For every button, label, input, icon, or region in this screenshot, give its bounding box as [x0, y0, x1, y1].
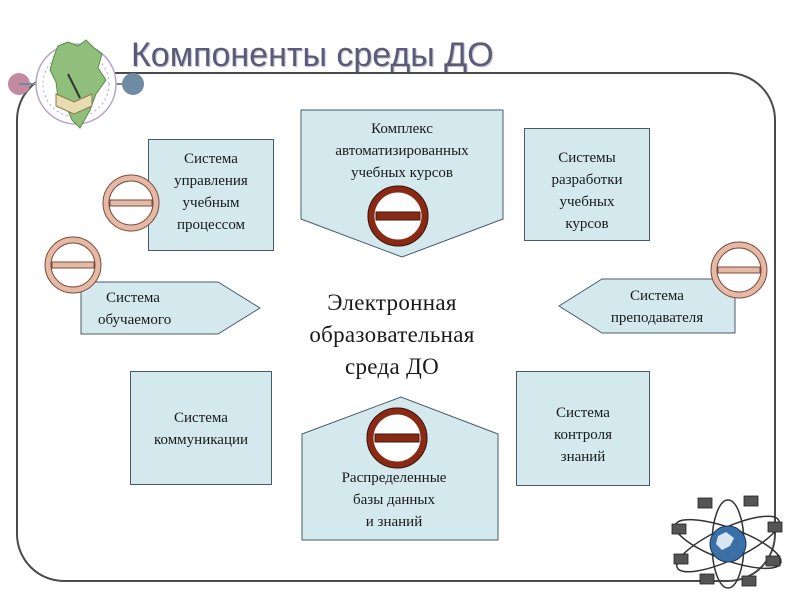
- center-line-2: образовательная: [309, 322, 475, 347]
- learner-system-line-2: обучаемого: [98, 312, 172, 328]
- distributed-databases-pentagon: [301, 396, 499, 541]
- center-environment-label: Электронная образовательная среда ДО: [282, 287, 502, 383]
- automated-courses-line-2: автоматизированных: [335, 143, 469, 159]
- distributed-databases-line-2: базы данных: [353, 492, 435, 508]
- course-development-line-2: разработки: [551, 172, 623, 188]
- map-logo-icon: [8, 39, 144, 129]
- course-development-system-box: Системы разработки учебных курсов: [524, 128, 650, 241]
- learner-system-label: Система обучаемого: [86, 287, 202, 331]
- automated-courses-line-1: Комплекс: [371, 121, 433, 137]
- communication-system-box: Система коммуникации: [130, 371, 272, 485]
- teacher-system-arrow: [558, 278, 736, 334]
- communication-line-2: коммуникации: [153, 432, 249, 448]
- diagram-frame: [16, 72, 776, 582]
- knowledge-control-line-2: контроля: [554, 427, 612, 443]
- learner-system-line-1: Система: [106, 290, 160, 306]
- course-development-line-4: курсов: [565, 216, 609, 232]
- teacher-system-line-2: преподавателя: [610, 310, 704, 326]
- knowledge-control-system-box: Система контроля знаний: [516, 371, 650, 486]
- course-development-line-1: Системы: [558, 150, 616, 166]
- learning-management-line-3: учебным: [182, 195, 240, 211]
- center-line-1: Электронная: [327, 290, 457, 315]
- communication-line-1: Система: [174, 410, 228, 426]
- learning-management-line-4: процессом: [176, 217, 246, 233]
- learner-system-arrow: [80, 281, 261, 335]
- course-development-line-3: учебных: [559, 194, 615, 210]
- knowledge-control-line-1: Система: [556, 405, 610, 421]
- teacher-system-line-1: Система: [630, 288, 684, 304]
- theta-symbol-icon: [366, 407, 428, 469]
- theta-symbol-icon: [710, 241, 768, 299]
- distributed-databases-line-3: и знаний: [365, 514, 423, 530]
- theta-symbol-icon: [367, 185, 429, 247]
- automated-courses-pentagon: [300, 109, 504, 258]
- network-globe-icon: [671, 495, 783, 589]
- knowledge-control-line-3: знаний: [560, 449, 606, 465]
- distributed-databases-line-1: Распределенные: [341, 470, 447, 486]
- learning-management-system-box: Система управления учебным процессом: [148, 139, 274, 251]
- center-line-3: среда ДО: [345, 354, 439, 379]
- theta-symbol-icon: [44, 236, 102, 294]
- theta-symbol-icon: [102, 174, 160, 232]
- distributed-databases-label: Распределенные базы данных и знаний: [302, 467, 486, 533]
- page-title: Компоненты среды ДО: [131, 36, 494, 74]
- learning-management-line-1: Система: [184, 151, 238, 167]
- teacher-system-label: Система преподавателя: [594, 285, 720, 329]
- automated-courses-label: Комплекс автоматизированных учебных курс…: [300, 118, 504, 184]
- automated-courses-line-3: учебных курсов: [350, 165, 453, 181]
- learning-management-line-2: управления: [174, 173, 248, 189]
